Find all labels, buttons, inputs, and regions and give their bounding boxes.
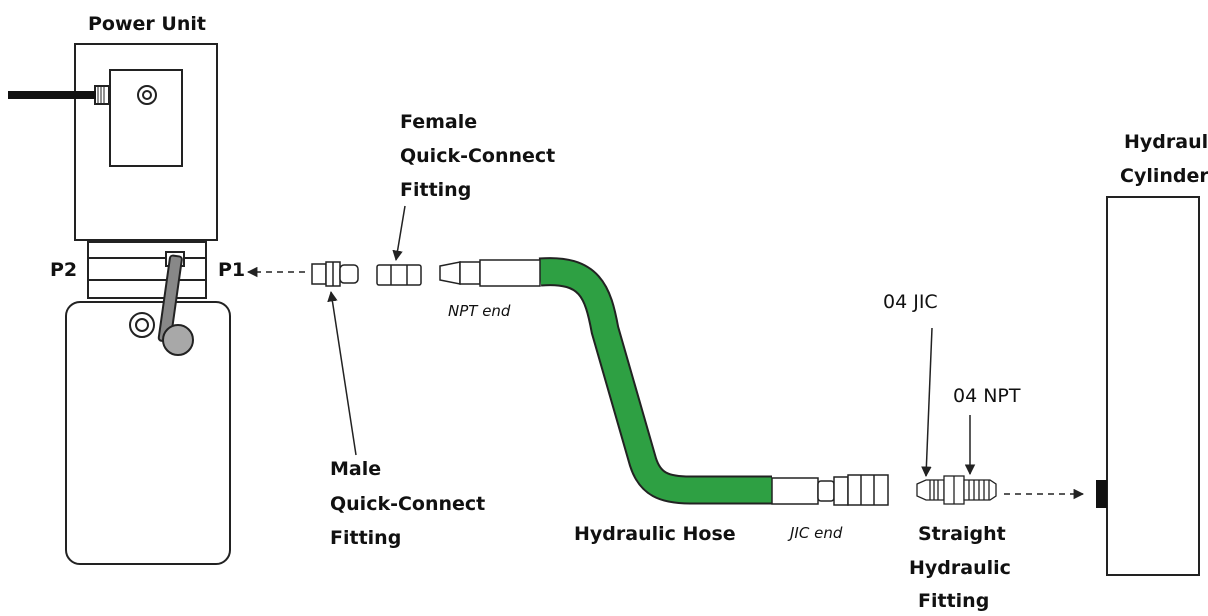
- female-qc-label-line3: Fitting: [400, 179, 471, 201]
- straight-hydraulic-fitting: [916, 475, 997, 505]
- female-quick-connect-fitting: [376, 264, 422, 286]
- male-qc-label-line2: Quick-Connect: [330, 493, 485, 515]
- cylinder-port: [1096, 480, 1107, 508]
- female-qc-label-line2: Quick-Connect: [400, 145, 555, 167]
- port-p1-label: P1: [218, 259, 245, 281]
- npt-04-label: 04 NPT: [953, 385, 1021, 407]
- hydraulic-hose-outline: [538, 257, 772, 505]
- svg-text:Female Quick-Connect F: Female Quick-Connect Fitting: [400, 111, 562, 201]
- power-unit-label: Power Unit: [88, 13, 206, 35]
- cylinder-label-line2: Cylinder: [1120, 165, 1208, 187]
- straight-fitting-label-line3: Fitting: [918, 590, 989, 612]
- power-unit: [65, 43, 231, 565]
- jic-end-label: JIC end: [787, 524, 843, 542]
- svg-text:Hydraulic Cylinder: Hydraulic Cylinder: [1120, 131, 1208, 187]
- straight-fitting-label-line1: Straight: [918, 523, 1006, 545]
- valve-lever-knob: [162, 324, 194, 356]
- cylinder-label-line1: Hydraulic: [1124, 131, 1208, 153]
- female-qc-label-line1: Female: [400, 111, 477, 133]
- svg-text:Straight Hydraulic Fit: Straight Hydraulic Fitting: [909, 523, 1018, 612]
- male-qc-pointer: [327, 290, 357, 456]
- male-quick-connect-fitting: [311, 261, 359, 287]
- port-p2-label: P2: [50, 259, 77, 281]
- svg-text:Male Quick-Connect Fit: Male Quick-Connect Fitting: [330, 458, 492, 549]
- npt-end-label: NPT end: [448, 302, 511, 320]
- cable-gland: [94, 85, 110, 105]
- hose-jic-end-fitting: [771, 474, 889, 506]
- power-unit-control-box: [109, 69, 183, 167]
- jic-04-label: 04 JIC: [883, 291, 938, 313]
- power-cable: [8, 91, 96, 99]
- hydraulic-hose: [539, 259, 772, 503]
- hydraulic-hose-label: Hydraulic Hose: [574, 523, 736, 545]
- jic-04-pointer: [921, 327, 933, 478]
- female-qc-pointer: [392, 205, 406, 262]
- male-qc-label-line1: Male: [330, 458, 381, 480]
- valve-block: [87, 241, 207, 299]
- hose-npt-end-fitting: [439, 259, 541, 287]
- reservoir: [65, 301, 231, 565]
- male-qc-label-line3: Fitting: [330, 527, 401, 549]
- straight-fitting-label-line2: Hydraulic: [909, 557, 1011, 579]
- hydraulic-cylinder: [1106, 196, 1200, 576]
